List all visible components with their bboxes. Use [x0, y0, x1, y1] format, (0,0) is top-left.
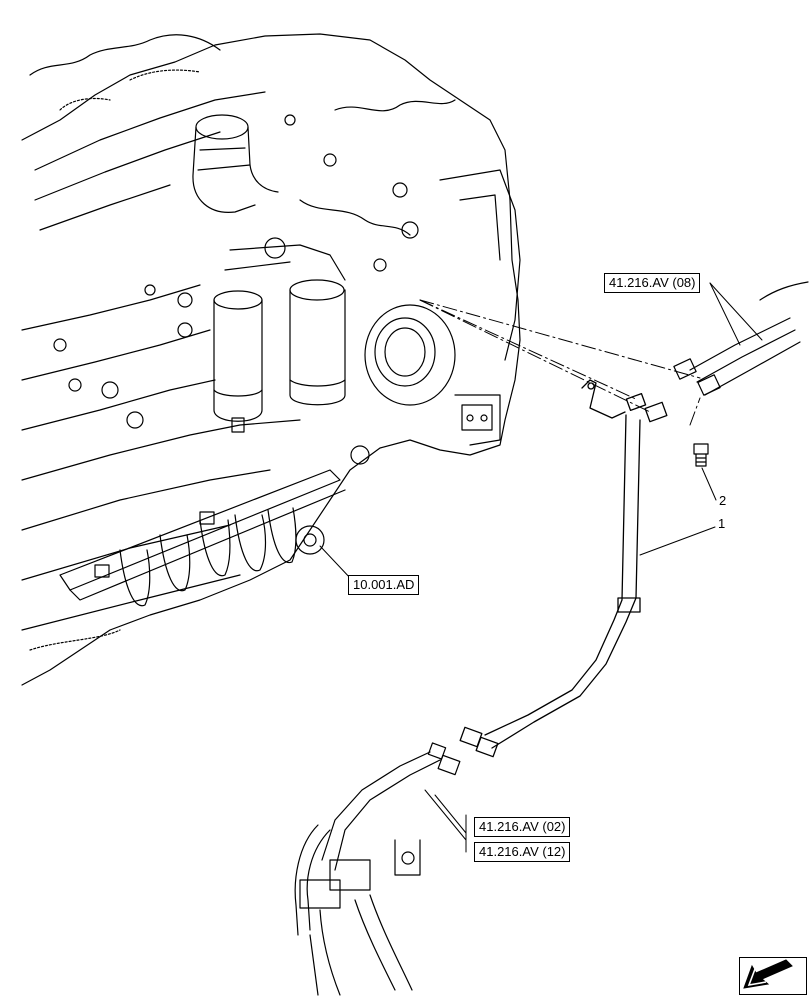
hydraulic-pipe-assembly: [459, 379, 668, 758]
bolt-item-2: [693, 443, 709, 467]
lower-hydraulic-lines: [294, 742, 461, 996]
upper-hydraulic-lines: [673, 281, 809, 396]
assembly-centerlines: [419, 299, 701, 426]
ref-upper-line-label[interactable]: 41.216.AV (08): [604, 273, 701, 293]
fuel-filter-left: [213, 290, 263, 433]
page-navigation-arrow-icon: [743, 959, 793, 989]
leader-lines: [319, 282, 763, 853]
ref-lower-line-a-label[interactable]: 41.216.AV (02): [474, 817, 571, 837]
callout-number-pipe: 1: [718, 516, 726, 531]
engine-assembly: [21, 33, 521, 686]
callout-number-bolt: 2: [719, 493, 727, 508]
flywheel-housing: [364, 304, 456, 406]
fuel-filter-right: [289, 279, 346, 406]
page-navigation-button[interactable]: [739, 957, 807, 995]
ref-engine-label[interactable]: 10.001.AD: [348, 575, 420, 595]
ref-lower-line-b-label[interactable]: 41.216.AV (12): [474, 842, 571, 862]
